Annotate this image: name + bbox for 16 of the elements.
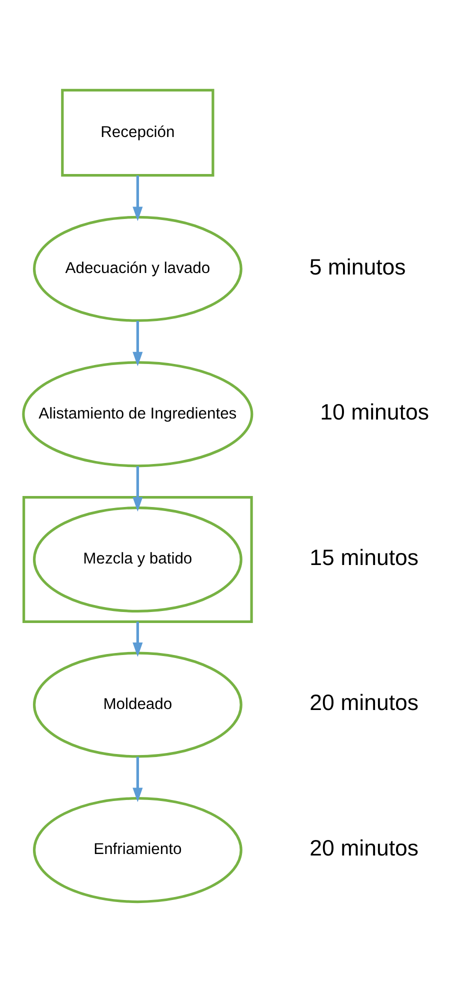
node-ellipse: Alistamiento de Ingredientes (22, 361, 254, 468)
arrow (132, 466, 143, 512)
arrow (132, 622, 143, 657)
arrow (132, 756, 143, 802)
node-ellipse: Moldeado (32, 652, 242, 758)
node-label: 15 minutos (310, 544, 419, 570)
node-label: 20 minutos (310, 690, 419, 716)
node-label: 5 minutos (309, 254, 406, 280)
node-label: 20 minutos (310, 835, 419, 860)
node-ellipse: Enfriamiento (32, 797, 242, 904)
node-ellipse: Adecuación y lavado (32, 216, 242, 322)
node-label: 10 minutos (320, 400, 429, 425)
arrow (132, 320, 143, 366)
arrow (132, 176, 143, 222)
node-box: Recepción (61, 88, 214, 177)
node-ellipse: Mezcla y batido (32, 506, 242, 612)
